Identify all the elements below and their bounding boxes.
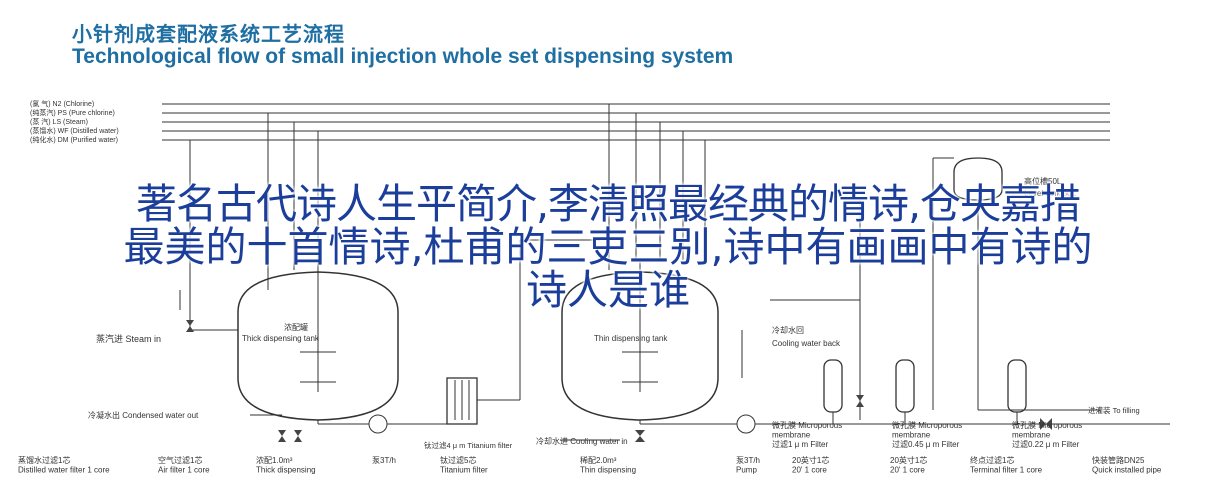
level-tank-en-label: Level tank 50L xyxy=(1024,189,1077,198)
text-line: 微孔膜 Microporous xyxy=(1012,420,1082,430)
thick-tank-en-label: Thick dispensing tank xyxy=(242,334,320,343)
diagram-title-cn: 小针剂成套配液系统工艺流程 xyxy=(72,22,345,46)
text-line: 20英寸1芯 xyxy=(792,455,829,465)
headline-line-3: 诗人是谁 xyxy=(526,266,690,314)
text-line: Titanium filter xyxy=(440,466,488,475)
titanium-filter-label: 钛过滤4 μ m Titanium filter xyxy=(424,440,513,450)
diagram-title-en: Technological flow of small injection wh… xyxy=(72,45,734,68)
headline-line-1: 著名古代诗人生平简介,李清照最经典的情诗,仓央嘉措 xyxy=(135,180,1081,228)
text-line: 20' 1 core xyxy=(792,466,827,475)
thin-tank-en-label: Thin dispensing tank xyxy=(594,334,668,343)
text-line: Thick dispensing xyxy=(256,466,316,475)
article-headline-overlay: 著名古代诗人生平简介,李清照最经典的情诗,仓央嘉措 最美的十首情诗,杜甫的三吏三… xyxy=(0,183,1216,312)
cooling-water-in-label: 冷却水进 Cooling water in xyxy=(536,436,628,446)
to-filling-label: 进灌装 To filling xyxy=(1088,405,1140,415)
text-line: 空气过滤1芯 xyxy=(158,455,202,465)
caption-pump-3t-left: 泵3T/h xyxy=(372,456,396,465)
condensed-water-out-label: 冷凝水出 Condensed water out xyxy=(88,410,199,420)
thick-tank-cn-label: 浓配罐 xyxy=(284,322,308,332)
cooling-water-back-cn-label: 冷却水回 xyxy=(772,325,804,335)
text-line: 过滤1 μ m Filter xyxy=(772,439,829,449)
text-line: membrane xyxy=(892,431,931,440)
text-line: 过滤0.22 μ m Filter xyxy=(1012,439,1080,449)
text-line: 20' 1 core xyxy=(890,466,925,475)
text-line: 稀配2.0m³ xyxy=(580,455,617,465)
text-line: 钛过滤5芯 xyxy=(440,455,476,465)
level-tank-cn-label: 高位槽50L xyxy=(1024,176,1062,186)
supply-label-ls: (蒸 汽) LS (Steam) xyxy=(30,117,88,126)
text-line: 微孔膜 Microporous xyxy=(892,420,962,430)
text-line: Pump xyxy=(736,466,757,475)
headline-line-2: 最美的十首情诗,杜甫的三吏三别,诗中有画画中有诗的 xyxy=(123,223,1093,271)
text-line: Air filter 1 core xyxy=(158,466,210,475)
supply-label-dm: (纯化水) DM (Purified water) xyxy=(30,135,118,144)
text-line: Thin dispensing xyxy=(580,466,636,475)
steam-in-label: 蒸汽进 Steam in xyxy=(96,333,161,344)
text-line: membrane xyxy=(772,431,811,440)
text-line: Quick installed pipe xyxy=(1092,466,1162,475)
supply-label-wf: (蒸馏水) WF (Distilled water) xyxy=(30,126,119,135)
text-line: 微孔膜 Microporous xyxy=(772,420,842,430)
text-line: 20英寸1芯 xyxy=(890,455,927,465)
text-line: 泵3T/h xyxy=(372,456,396,465)
cooling-water-back-en-label: Cooling water back xyxy=(772,339,841,348)
text-line: 快装管路DN25 xyxy=(1092,455,1145,465)
text-line: membrane xyxy=(1012,431,1051,440)
text-line: Distilled water filter 1 core xyxy=(18,466,110,475)
text-line: 浓配1.0m³ xyxy=(256,456,293,465)
text-line: 蒸馏水过滤1芯 xyxy=(18,455,70,465)
text-line: 终点过滤1芯 xyxy=(970,455,1014,465)
text-line: 过滤0.45 μ m Filter xyxy=(892,439,960,449)
supply-label-ps: (纯蒸汽) PS (Pure chlorine) xyxy=(30,108,115,117)
text-line: Terminal filter 1 core xyxy=(970,466,1043,475)
supply-label-n2: (氯 气) N2 (Chlorine) xyxy=(30,99,94,108)
text-line: 泵3T/h xyxy=(736,456,760,465)
